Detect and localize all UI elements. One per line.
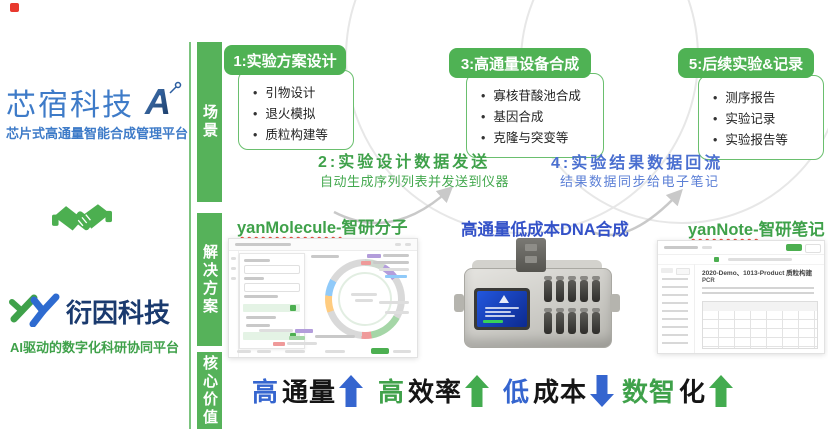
- screenshot-toolbar: [658, 241, 824, 255]
- flow-step-2-title: 2:实验设计数据发送: [318, 154, 491, 171]
- flow-box-5-item: 实验记录: [713, 109, 823, 130]
- flow-step-4-title: 4:实验结果数据回流: [551, 155, 724, 172]
- value-throughput: 高通量: [252, 372, 364, 409]
- value-lead: 低: [503, 377, 531, 407]
- screenshot-pagination-bar: [658, 254, 824, 265]
- flow-box-1-item: 质粒构建等: [253, 125, 353, 146]
- note-app-screenshot: 2020-Demo、1013-Product 质粒构建 PCR: [657, 240, 825, 354]
- value-rest: 效率: [408, 377, 463, 407]
- rail-section-solution: 解决方案: [197, 213, 222, 346]
- solution-device-title: 高通量低成本DNA合成: [461, 221, 629, 239]
- value-lead: 数智: [622, 377, 677, 407]
- flow-box-5-item: 测序报告: [713, 88, 823, 109]
- up-arrow-icon: [709, 374, 734, 407]
- value-rest: 通量: [282, 377, 337, 407]
- annotation-chip: [295, 329, 313, 333]
- flow-box-1-card: 引物设计 退火模拟 质粒构建等: [238, 70, 354, 150]
- green-button: [371, 348, 389, 354]
- screenshot-toolbar: [229, 239, 417, 251]
- plasmid-map: [325, 259, 405, 339]
- yanyin-tagline: AI驱动的数字化科研协同平台: [10, 340, 180, 355]
- value-digitalization: 数智化: [622, 372, 734, 409]
- flow-box-1-item: 退火模拟: [253, 104, 353, 125]
- annotation-chip: [289, 336, 305, 340]
- value-lead: 高: [252, 377, 280, 407]
- solution-molecule-title: yanMolecule-智研分子: [237, 214, 408, 238]
- handshake-icon: [52, 204, 112, 231]
- solution-molecule-title-en: yanMolecule-: [237, 219, 342, 237]
- flow-box-5-item: 实验报告等: [713, 130, 823, 151]
- down-arrow-icon: [590, 374, 615, 407]
- green-button: [786, 244, 802, 251]
- rail-label: 解决方案: [201, 243, 218, 316]
- flow-box-1-item: 引物设计: [253, 83, 353, 104]
- value-lead: 高: [378, 377, 406, 407]
- note-paragraph: [702, 287, 814, 297]
- value-cost: 低成本: [503, 372, 615, 409]
- flow-box-1-title: 1:实验方案设计: [224, 45, 346, 75]
- flow-box-3-card: 寡核苷酸池合成 基因合成 克隆与突变等: [466, 73, 604, 158]
- flow-step-2-subtitle: 自动生成序列列表并发送到仪器: [320, 174, 510, 189]
- up-arrow-icon: [339, 374, 364, 407]
- grey-button: [805, 244, 821, 253]
- value-rest: 成本: [533, 377, 588, 407]
- screenshot-icon-strip: [229, 251, 239, 357]
- note-doc-section: PCR: [702, 278, 715, 284]
- solution-note-title-en: yanNote-: [688, 221, 759, 239]
- value-rest: 化: [679, 377, 707, 407]
- yanyin-brand-name: 衍因科技: [66, 298, 171, 328]
- device-tower-module: [516, 238, 546, 272]
- plasmid-settings-panel: [239, 253, 305, 349]
- flow-step-4-subtitle: 结果数据同步给电子笔记: [560, 174, 720, 189]
- flow-box-3-item: 克隆与突变等: [481, 128, 603, 149]
- solution-molecule-title-zh: 智研分子: [341, 219, 408, 237]
- note-doc-title: 2020-Demo、1013-Product 质粒构建: [702, 270, 813, 277]
- device-handle: [454, 294, 464, 312]
- note-sidebar: [658, 264, 695, 353]
- annotation-chip: [273, 342, 285, 346]
- dna-synthesizer-photo: [452, 238, 622, 355]
- device-screen: [474, 288, 530, 330]
- svg-text:A: A: [144, 81, 171, 120]
- flow-box-3-title: 3:高通量设备合成: [449, 48, 591, 78]
- yanyin-logo-icon: [9, 293, 60, 327]
- rail-label: 核心价值: [201, 354, 218, 427]
- up-arrow-icon: [465, 374, 490, 407]
- molecule-app-screenshot: [228, 238, 418, 358]
- xinsu-brand-name: 芯宿科技: [6, 89, 134, 122]
- note-table: [702, 301, 818, 349]
- value-efficiency: 高效率: [378, 372, 490, 409]
- device-handle: [610, 294, 620, 312]
- rail-section-scene: 场景: [197, 42, 222, 202]
- device-progress-bar: [483, 319, 503, 323]
- flow-box-3-item: 基因合成: [481, 107, 603, 128]
- xinsu-chip-a-logo-icon: A: [144, 81, 182, 120]
- red-favicon-icon: [10, 3, 19, 12]
- device-screen-logo: [499, 295, 509, 303]
- flow-box-3-item: 寡核苷酸池合成: [481, 86, 603, 107]
- rail-divider-line: [189, 42, 191, 429]
- xinsu-tagline: 芯片式高通量智能合成管理平台: [6, 126, 189, 141]
- flow-box-5-card: 测序报告 实验记录 实验报告等: [698, 75, 824, 160]
- flow-box-5-title: 5:后续实验&记录: [678, 48, 814, 78]
- solution-note-title-zh: 智研笔记: [758, 221, 825, 239]
- annotation-chip: [367, 254, 381, 258]
- solution-note-title: yanNote-智研笔记: [688, 216, 825, 240]
- annotation-chip: [385, 275, 407, 278]
- rail-label: 场景: [201, 104, 218, 140]
- annotation-chip: [361, 261, 371, 265]
- rail-section-value: 核心价值: [197, 352, 222, 429]
